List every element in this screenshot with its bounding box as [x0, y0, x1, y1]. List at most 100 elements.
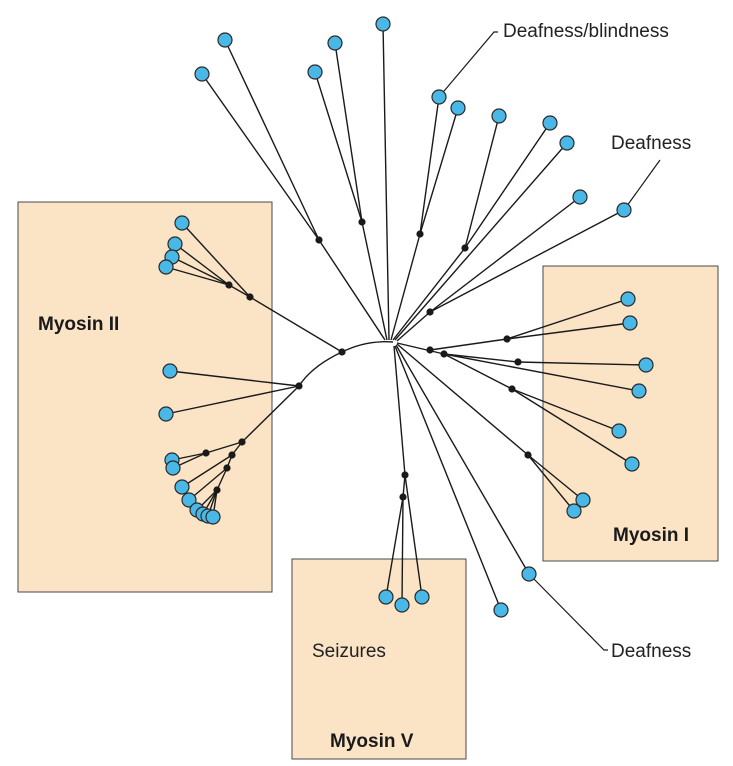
leaf-node: [631, 383, 647, 399]
branch: [443, 353, 513, 390]
leaf-node: [431, 89, 447, 105]
internal-node: [426, 308, 434, 316]
leaf-node: [450, 100, 466, 116]
leaf-node: [611, 423, 627, 439]
branch: [181, 454, 233, 488]
internal-node: [440, 350, 448, 358]
leaf-node: [491, 108, 507, 124]
branch: [401, 496, 404, 606]
branch: [228, 284, 251, 298]
branch: [506, 298, 629, 340]
callout-deafness-upper: [623, 159, 661, 211]
branch: [527, 454, 584, 501]
branch: [404, 474, 423, 598]
branch: [396, 343, 529, 456]
internal-node: [213, 486, 221, 494]
internal-node: [426, 346, 434, 354]
internal-node: [524, 451, 532, 459]
branch: [506, 322, 631, 340]
branch: [429, 196, 581, 313]
branch: [382, 23, 390, 341]
leaf-node: [167, 236, 183, 252]
branch: [171, 256, 230, 286]
internal-node: [238, 438, 246, 446]
tree-branches: [165, 23, 647, 611]
branch: [174, 243, 230, 286]
branch: [395, 344, 530, 575]
branch: [188, 467, 228, 501]
deafness-blindness-label: Deafness/blindness: [503, 21, 669, 42]
myosin-v-label: Myosin V: [330, 731, 414, 752]
deafness-lower-label: Deafness: [611, 641, 691, 662]
branch: [419, 96, 440, 235]
branch: [517, 361, 647, 366]
internal-nodes: [202, 218, 532, 501]
internal-node: [225, 281, 233, 289]
internal-node: [295, 382, 303, 390]
branch: [334, 42, 363, 223]
internal-node: [246, 293, 254, 301]
branch: [241, 385, 300, 443]
leaf-node: [162, 363, 178, 379]
internal-node: [508, 385, 516, 393]
leaf-node: [174, 479, 190, 495]
branch: [314, 71, 363, 223]
branch: [464, 115, 500, 249]
internal-node: [228, 451, 236, 459]
internal-node: [416, 230, 424, 238]
branch: [361, 221, 388, 341]
branch: [201, 73, 320, 241]
branch: [165, 266, 230, 286]
leaf-node: [378, 589, 394, 605]
leaf-nodes: [158, 16, 654, 618]
leaf-node: [566, 503, 582, 519]
leaf-node: [624, 456, 640, 472]
leaf-node: [165, 460, 181, 476]
callout-deafness-lower: [528, 573, 608, 651]
branch: [224, 39, 320, 241]
myosin-ii-label: Myosin II: [38, 314, 119, 335]
leaf-node: [620, 291, 636, 307]
leaf-node: [493, 602, 509, 618]
branch: [392, 247, 466, 341]
branch: [443, 353, 519, 363]
leaf-node: [194, 66, 210, 82]
internal-node: [401, 471, 409, 479]
internal-node: [503, 335, 511, 343]
internal-node: [315, 236, 323, 244]
branch: [511, 388, 633, 465]
leaf-node: [572, 189, 588, 205]
leaf-node: [414, 589, 430, 605]
myosin-ii-box: [17, 201, 273, 593]
myosin-v-box: [291, 558, 467, 760]
leaf-node: [181, 492, 197, 508]
internal-node: [223, 464, 231, 472]
branch: [249, 296, 343, 353]
branch: [394, 142, 568, 341]
branch: [216, 467, 228, 491]
branch: [396, 311, 431, 342]
branch: [527, 454, 575, 512]
branch: [402, 474, 406, 498]
branch: [419, 107, 459, 235]
leaf-node: [638, 357, 654, 373]
leaf-node: [559, 135, 575, 151]
branch: [443, 353, 640, 392]
deafness-upper-label: Deafness: [611, 133, 691, 154]
myosin-i-label: Myosin I: [613, 525, 689, 546]
leaf-node: [217, 32, 233, 48]
branch: [318, 239, 386, 341]
seizures-label: Seizures: [312, 641, 386, 662]
internal-node: [338, 348, 346, 356]
branch: [464, 122, 551, 249]
branch: [181, 222, 251, 298]
internal-node: [514, 358, 522, 366]
leaf-node: [394, 597, 410, 613]
branch: [205, 441, 243, 454]
callout-deafness-blindness: [438, 31, 498, 98]
branch: [393, 345, 406, 476]
internal-node: [202, 449, 210, 457]
internal-node: [399, 493, 407, 501]
leaf-node: [542, 115, 558, 131]
